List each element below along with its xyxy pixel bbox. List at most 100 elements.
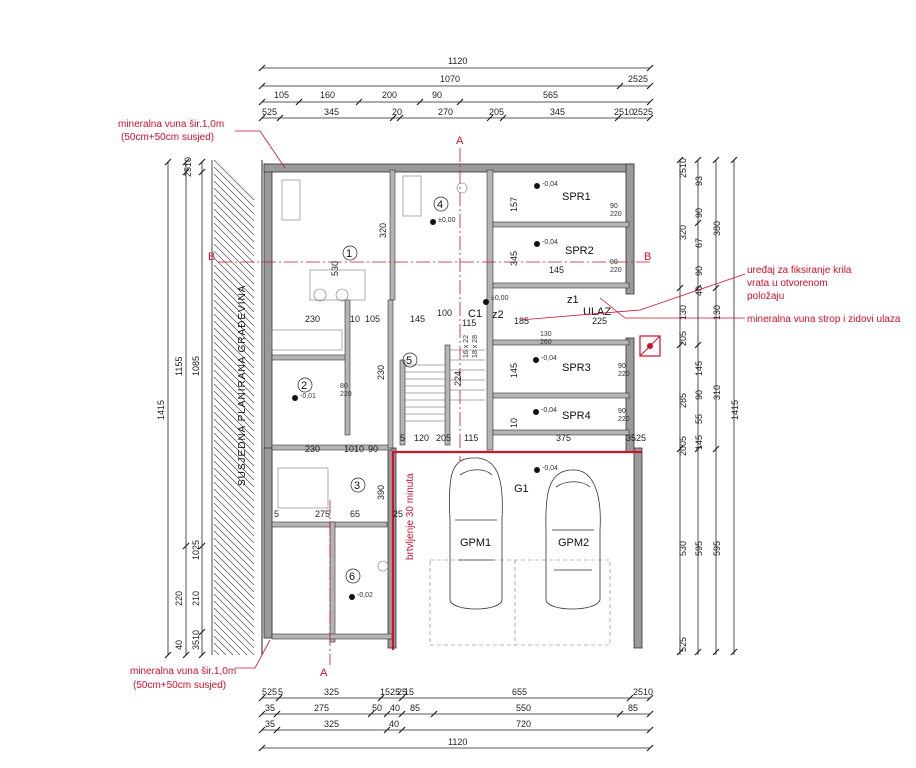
hatch-line xyxy=(213,558,255,600)
idim-530: 530 xyxy=(330,261,340,276)
dim-right-320: 320 xyxy=(678,225,688,240)
dim-right-205: 205 xyxy=(678,331,688,346)
neighbor-hatch xyxy=(211,159,263,656)
dim-right-130b: 130 xyxy=(712,305,722,320)
dim-bot-40a: 40 xyxy=(390,703,400,713)
hatch-line xyxy=(213,236,255,278)
hatch-line xyxy=(213,579,255,621)
section-a-top: A xyxy=(456,135,464,147)
dim-left-210: 210 xyxy=(191,591,201,606)
idim-120: 120 xyxy=(414,433,429,443)
idim-145b: 10 xyxy=(509,418,519,428)
idim-3525: 3525 xyxy=(626,433,646,443)
note-top-left-2: (50cm+50cm susjed) xyxy=(121,132,214,143)
dim-right-90b: 90 xyxy=(694,266,704,276)
dim-right-595b: 595 xyxy=(712,541,722,556)
dim-top-200: 200 xyxy=(382,90,397,100)
annotation-leaders xyxy=(235,130,746,669)
dim-top-345a: 345 xyxy=(324,107,339,117)
dim-top-2525b: 2525 xyxy=(633,107,653,117)
hatch-line xyxy=(213,404,255,446)
hatch-line xyxy=(213,537,255,579)
level-room4: ±0,00 xyxy=(438,217,456,224)
hatch-line xyxy=(213,474,255,516)
idim-320: 320 xyxy=(378,223,388,238)
right-dimensions xyxy=(676,156,738,656)
dim-top-205: 205 xyxy=(489,107,504,117)
dim-left-3510: 3510 xyxy=(191,630,201,650)
dim-right-285: 285 xyxy=(678,393,688,408)
dim-bot-15b: 15 xyxy=(404,687,414,697)
idim-90: 90 xyxy=(368,444,378,454)
hatch-line xyxy=(213,327,255,369)
idim-224: 224 xyxy=(453,371,463,386)
door-tag-r2-h: 220 xyxy=(340,391,352,398)
dim-top-2525: 2525 xyxy=(628,74,648,84)
hatch-line xyxy=(213,411,255,453)
dim-right-525: 525 xyxy=(678,637,688,652)
room-4: 4 xyxy=(437,199,443,211)
room-z1: z1 xyxy=(567,294,579,306)
room-gpm2: GPM2 xyxy=(558,537,589,549)
furniture xyxy=(271,175,468,572)
note-right-3: položaju xyxy=(747,291,784,302)
dim-right-310: 310 xyxy=(712,385,722,400)
hatch-line xyxy=(213,180,255,222)
door-tag-spr1-w: 90 xyxy=(610,203,618,210)
dim-right-145b: 145 xyxy=(694,435,704,450)
hatch-line xyxy=(213,208,255,250)
room-ulaz: ULAZ xyxy=(583,306,611,318)
hatch-line xyxy=(213,173,255,215)
idim-105: 105 xyxy=(365,314,380,324)
idim-275: 275 xyxy=(315,509,330,519)
room-g1: G1 xyxy=(514,483,529,495)
interior-walls xyxy=(271,169,630,643)
dim-top-1070: 1070 xyxy=(440,74,460,84)
top-dimensions xyxy=(258,64,654,122)
hatch-line xyxy=(213,544,255,586)
dim-left-1085: 1085 xyxy=(191,356,201,376)
hatch-line xyxy=(213,600,255,642)
dim-top-105: 105 xyxy=(274,90,289,100)
dim-bot-50: 50 xyxy=(372,703,382,713)
hatch-line xyxy=(213,166,255,208)
hatch-line xyxy=(213,467,255,509)
room-z2: z2 xyxy=(492,309,504,321)
hatch-line xyxy=(213,222,255,264)
dim-right-1415: 1415 xyxy=(730,400,740,420)
dim-right-595a: 595 xyxy=(694,541,704,556)
hatch-line xyxy=(213,586,255,628)
door-tag-spr4-w: 90 xyxy=(618,408,626,415)
hatch-line xyxy=(213,446,255,488)
level-markers xyxy=(292,183,540,600)
hatch-line xyxy=(213,425,255,467)
idim-375: 375 xyxy=(556,433,571,443)
idim-145a: 145 xyxy=(509,363,519,378)
idim-100: 100 xyxy=(437,308,452,318)
hatch-line xyxy=(213,635,234,656)
section-a-bottom: A xyxy=(320,667,328,679)
dim-bot-720: 720 xyxy=(516,719,531,729)
dim-right-55: 55 xyxy=(694,414,704,424)
dim-top-160: 160 xyxy=(320,90,335,100)
hatch-line xyxy=(213,390,255,432)
car-gpm1-icon xyxy=(449,457,503,610)
idim-153: 157 xyxy=(509,197,519,212)
level-g1: -0,04 xyxy=(542,465,558,472)
door-tag-ulaz-h: 260 xyxy=(540,339,552,346)
dim-left-2510: 2510 xyxy=(183,157,193,177)
hatch-line xyxy=(213,194,255,236)
dim-bot-325: 325 xyxy=(324,687,339,697)
dim-right-93: 93 xyxy=(694,176,704,186)
dim-top-565: 565 xyxy=(543,90,558,100)
stairs xyxy=(405,349,485,422)
dim-left-40: 40 xyxy=(174,640,184,650)
hatch-line xyxy=(213,334,255,376)
dim-bot-550: 550 xyxy=(516,703,531,713)
stair-tag-1: 16 x 22 xyxy=(463,335,470,358)
idim-5a: 5 xyxy=(400,433,405,443)
dim-bot-325b: 325 xyxy=(324,719,339,729)
dim-left-1415: 1415 xyxy=(156,400,166,420)
dim-right-67: 67 xyxy=(694,238,704,248)
